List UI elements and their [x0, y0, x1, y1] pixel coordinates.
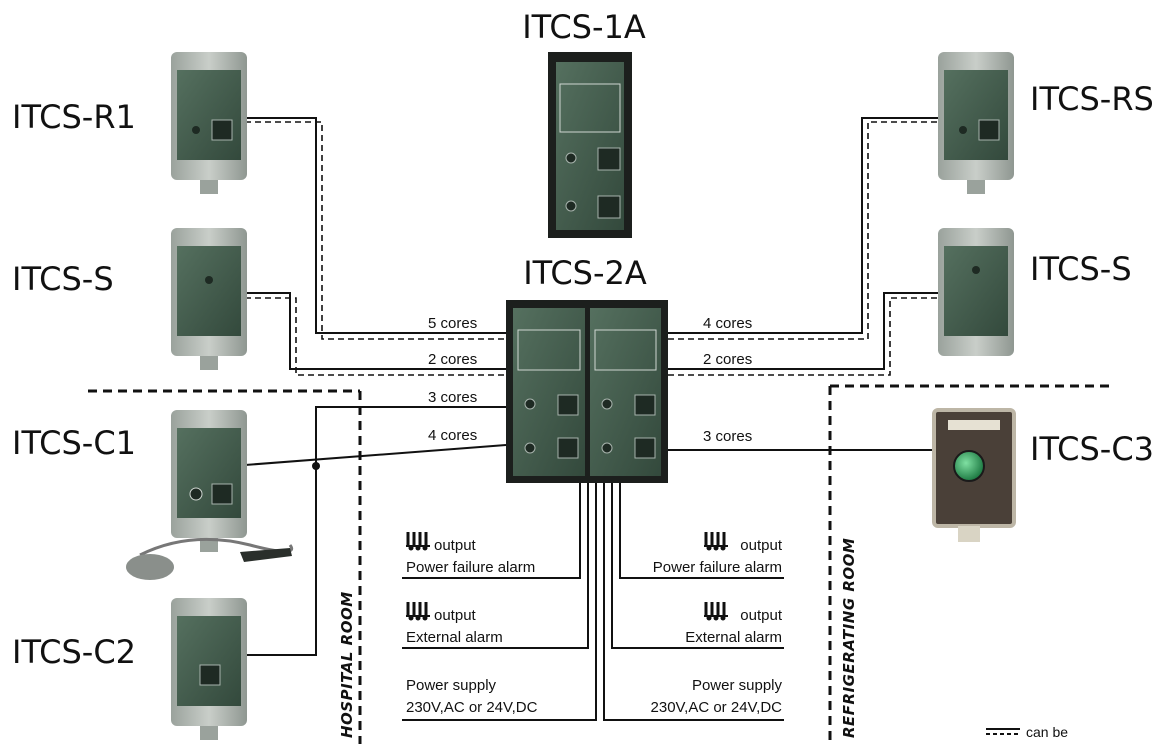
output-label: output: [434, 607, 477, 624]
itcs-s-left-unit: [171, 228, 247, 370]
itcs-1a-panel: [548, 52, 632, 238]
itcs-1a-label: ITCS-1A: [522, 8, 646, 46]
relay-icon: [704, 602, 728, 621]
cable-label-left-2-cores: 2 cores: [428, 351, 477, 368]
itcs-s-left-label: ITCS-S: [12, 260, 114, 298]
itcs-rs-label: ITCS-RS: [1030, 80, 1154, 118]
right-power-supply-voltage: 230V,AC or 24V,DC: [651, 699, 783, 716]
itcs-2a-panel: [506, 300, 668, 483]
cable-label-right-4-cores: 4 cores: [703, 315, 752, 332]
output-label: output: [434, 537, 477, 554]
relay-icon: [406, 602, 430, 621]
itcs-r1-unit: [171, 52, 247, 194]
cable-label-right-3-cores: 3 cores: [703, 428, 752, 445]
itcs-s-right-label: ITCS-S: [1030, 250, 1132, 288]
refrigerating-room-label: REFRIGERATING ROOM: [840, 538, 858, 738]
itcs-2a-label: ITCS-2A: [523, 254, 647, 292]
cable-label-5-cores: 5 cores: [428, 315, 477, 332]
hospital-room-label: HOSPITAL ROOM: [338, 591, 356, 738]
relay-icon: [406, 532, 430, 551]
itcs-c2-unit: [171, 598, 247, 740]
itcs-c1-unit: [126, 410, 292, 580]
left-power-failure-alarm: Power failure alarm: [406, 559, 535, 576]
left-power-supply: Power supply: [406, 677, 497, 694]
itcs-rs-unit: [938, 52, 1014, 194]
itcs-c1-label: ITCS-C1: [12, 424, 136, 462]
output-label: output: [740, 537, 783, 554]
relay-icon: [704, 532, 728, 551]
cable-label-left-4-cores: 4 cores: [428, 427, 477, 444]
itcs-c3-unit: [934, 410, 1014, 542]
output-label: output: [740, 607, 783, 624]
itcs-c2-label: ITCS-C2: [12, 633, 136, 671]
right-power-supply: Power supply: [692, 677, 783, 694]
right-external-alarm: External alarm: [685, 629, 782, 646]
left-power-supply-voltage: 230V,AC or 24V,DC: [406, 699, 538, 716]
legend: can be: [986, 724, 1068, 740]
right-power-failure-alarm: Power failure alarm: [653, 559, 782, 576]
cable-label-right-2-cores: 2 cores: [703, 351, 752, 368]
legend-text: can be: [1026, 724, 1068, 740]
left-external-alarm: External alarm: [406, 629, 503, 646]
itcs-s-right-unit: [938, 228, 1014, 356]
itcs-c3-label: ITCS-C3: [1030, 430, 1154, 468]
itcs-r1-label: ITCS-R1: [12, 98, 136, 136]
cable-label-left-3-cores: 3 cores: [428, 389, 477, 406]
